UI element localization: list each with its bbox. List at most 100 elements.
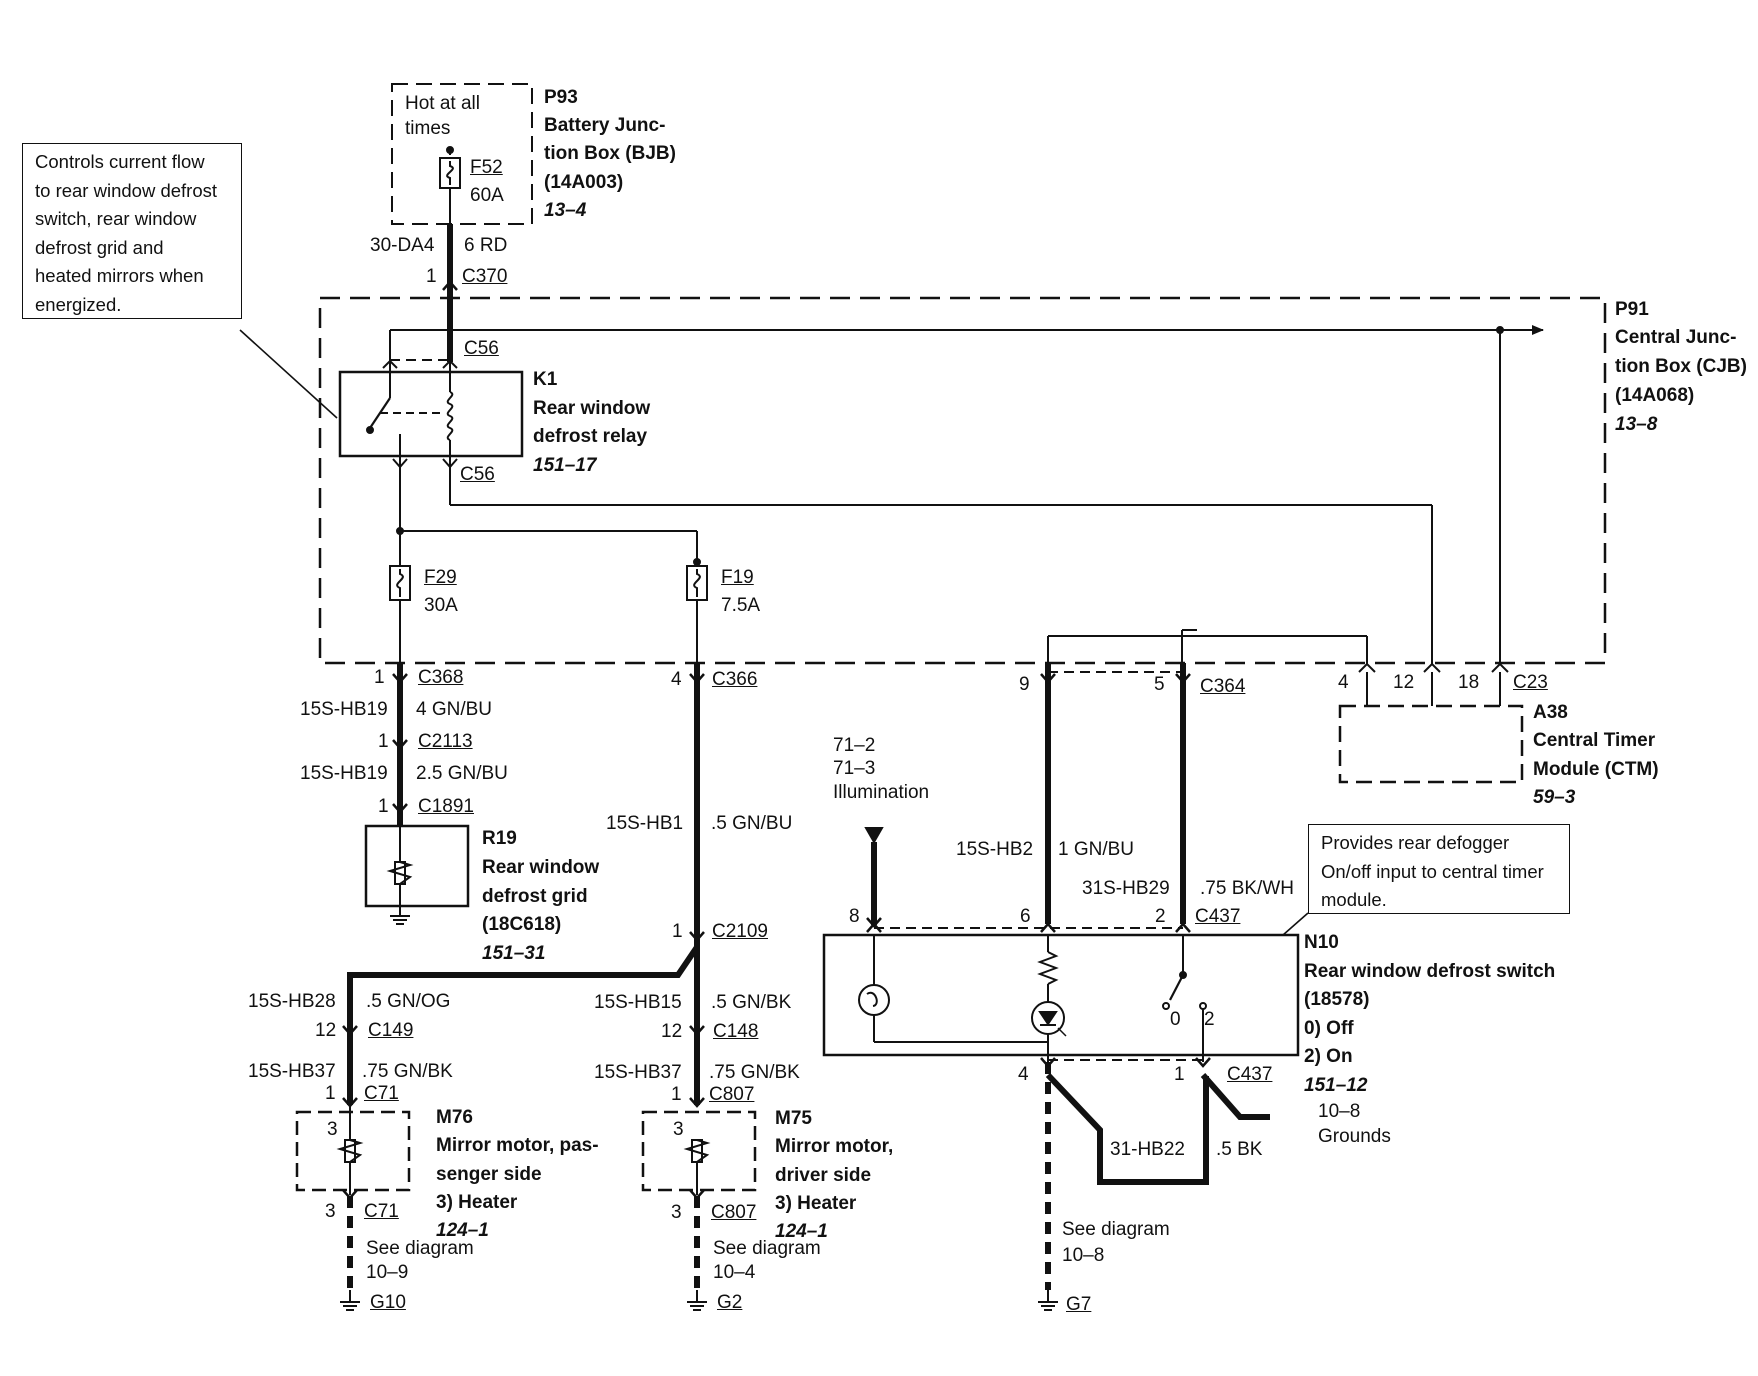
see-diagram-line: See diagram	[1062, 1219, 1170, 1240]
p91-name-line: tion Box (CJB)	[1615, 356, 1747, 377]
f19-fuse-rating: 7.5A	[721, 595, 761, 616]
hot-label-line: times	[405, 118, 451, 139]
f52-fuse-rating: 60A	[470, 185, 504, 206]
p93-name-line: tion Box (BJB)	[544, 143, 676, 164]
c437-bottom-pin-1: 1	[1174, 1064, 1185, 1085]
k1-note-callout: Controls current flow to rear window def…	[22, 143, 242, 319]
f19-fuse-id: F19	[721, 567, 754, 588]
feed-circuit: 30-DA4	[370, 235, 435, 256]
m76-box	[295, 1110, 411, 1192]
grid-wire-label: 4 GN/BU	[416, 699, 493, 720]
n10-note-line: On/off input to central timer	[1321, 860, 1544, 882]
hot-label-line: Hot at all	[405, 93, 480, 114]
switch-signal-wire-label: .75 BK/WH	[1200, 878, 1294, 899]
c1891-connector: C1891	[418, 796, 474, 817]
m75-pin: 3	[673, 1119, 684, 1140]
n10-note-callout: Provides rear defogger On/off input to c…	[1308, 824, 1570, 914]
p93-part: (14A003)	[544, 172, 624, 193]
c437-bottom-connector: C437	[1227, 1064, 1273, 1085]
c807-bottom-connector: C807	[711, 1202, 757, 1223]
grounds-ref: 10–8	[1318, 1101, 1361, 1122]
c71-pin: 1	[325, 1083, 336, 1104]
c370-connector: C370	[462, 266, 508, 287]
n10-state: 0) Off	[1304, 1018, 1354, 1039]
switch-feed-circuit: 15S-HB2	[956, 839, 1034, 860]
grid-circuit-label: 15S-HB19	[300, 699, 388, 720]
g2-ground-label: G2	[717, 1292, 743, 1313]
m76-name-line: Mirror motor, pas-	[436, 1135, 599, 1156]
k1-name-line: Rear window	[533, 398, 651, 419]
c366-pin: 4	[671, 669, 682, 690]
c148-connector: C148	[713, 1021, 759, 1042]
driver-wire: .5 GN/BK	[711, 992, 792, 1013]
illumination-ref: 71–3	[833, 758, 876, 779]
c364-connector: C364	[1200, 676, 1246, 697]
n10-name: Rear window defrost switch	[1304, 961, 1556, 982]
c437-top-connector: C437	[1195, 906, 1241, 927]
c2109-pin: 1	[672, 921, 683, 942]
r19-name-line: Rear window	[482, 857, 600, 878]
passenger-wire: .75 GN/BK	[362, 1061, 453, 1082]
p93-box	[391, 83, 533, 225]
p91-box	[318, 296, 1607, 665]
c148-pin: 12	[661, 1021, 683, 1042]
mirror-feed-wire-label: .5 GN/BU	[711, 813, 793, 834]
m76-pin: 3	[327, 1119, 338, 1140]
passenger-wire: .5 GN/OG	[366, 991, 451, 1012]
m76-ref: 124–1	[436, 1220, 489, 1241]
m75-ref: 124–1	[775, 1221, 828, 1242]
see-diagram-line: See diagram	[713, 1238, 821, 1259]
grid-wire-label: 2.5 GN/BU	[416, 763, 508, 784]
k1-ref: 151–17	[533, 455, 597, 476]
c2109-connector: C2109	[712, 921, 768, 942]
c437-bottom-pin-4: 4	[1018, 1064, 1029, 1085]
c368-connector: C368	[418, 667, 464, 688]
r19-box	[364, 824, 470, 908]
feed-pin: 1	[426, 266, 437, 287]
n10-state: 2) On	[1304, 1046, 1353, 1067]
m76-code: M76	[436, 1107, 473, 1128]
switch-signal-circuit: 31S-HB29	[1082, 878, 1170, 899]
driver-wire: .75 GN/BK	[709, 1062, 800, 1083]
a38-code: A38	[1533, 702, 1568, 723]
passenger-circuit: 15S-HB37	[248, 1061, 336, 1082]
f29-fuse-id: F29	[424, 567, 457, 588]
n10-part: (18578)	[1304, 989, 1370, 1010]
c364-pin-9: 9	[1019, 674, 1030, 695]
p91-ref: 13–8	[1615, 414, 1658, 435]
ground-wire-label: .5 BK	[1216, 1139, 1263, 1160]
see-diagram-line: 10–8	[1062, 1245, 1105, 1266]
a38-ref: 59–3	[1533, 787, 1576, 808]
n10-note-line: module.	[1321, 889, 1387, 910]
c366-connector: C366	[712, 669, 758, 690]
see-diagram-line: 10–4	[713, 1262, 756, 1283]
a38-name-line: Central Timer	[1533, 730, 1656, 751]
m76-name-line: senger side	[436, 1164, 542, 1185]
mirror-feed-circuit: 15S-HB1	[606, 813, 684, 834]
c71-bottom-connector: C71	[364, 1201, 399, 1222]
m75-code: M75	[775, 1108, 812, 1129]
c56-top-connector: C56	[464, 338, 499, 359]
illumination-ref: 71–2	[833, 735, 876, 756]
r19-code: R19	[482, 828, 517, 849]
c807-pin: 1	[671, 1084, 682, 1105]
switch-feed-wire-label: 1 GN/BU	[1058, 839, 1135, 860]
n10-ref: 151–12	[1304, 1075, 1368, 1096]
k1-note-line: energized.	[35, 293, 122, 315]
c149-pin: 12	[315, 1020, 337, 1041]
c2113-pin: 1	[378, 731, 389, 752]
ground-circuit: 31-HB22	[1110, 1139, 1185, 1160]
k1-code: K1	[533, 369, 558, 390]
c23-connector: C23	[1513, 672, 1548, 693]
switch-position-on: 2	[1204, 1009, 1215, 1030]
m76-function: 3) Heater	[436, 1192, 518, 1213]
n10-pin-8: 8	[849, 906, 860, 927]
switch-position-off: 0	[1170, 1009, 1181, 1030]
m75-name-line: driver side	[775, 1165, 872, 1186]
k1-relay-box	[338, 370, 524, 458]
p91-name-line: Central Junc-	[1615, 327, 1737, 348]
p93-ref: 13–4	[544, 200, 587, 221]
p91-part: (14A068)	[1615, 385, 1695, 406]
